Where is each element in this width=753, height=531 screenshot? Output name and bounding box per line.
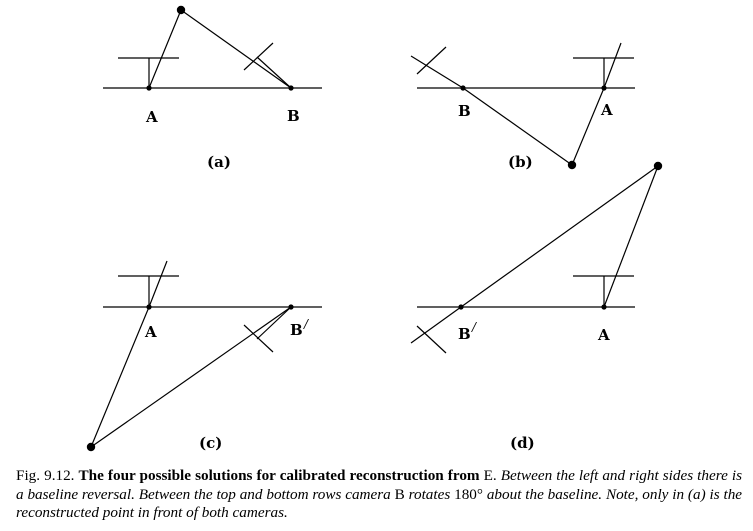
label-b: B xyxy=(458,325,471,343)
camera-center-a xyxy=(146,304,152,310)
camera-center-a xyxy=(601,304,607,310)
caption-camera-letter: B xyxy=(394,485,405,503)
caption-rotate: rotates xyxy=(408,485,451,503)
label-b: B xyxy=(287,107,300,125)
ray-from-a xyxy=(90,306,150,448)
label-a: A xyxy=(144,323,157,341)
ray-from-a xyxy=(571,87,605,166)
camera-b-image-plane xyxy=(416,46,447,75)
label-b: B xyxy=(290,321,303,339)
camera-a-ray-up xyxy=(148,260,168,308)
ray-from-b xyxy=(460,165,659,308)
sublabel-a: (a) xyxy=(207,153,231,171)
panel-d xyxy=(410,165,659,354)
camera-b-image-plane xyxy=(243,324,274,353)
camera-center-b xyxy=(288,304,294,310)
reconstructed-point xyxy=(176,5,186,15)
sublabel-d: (d) xyxy=(510,434,535,452)
caption-symbol: E. xyxy=(483,467,497,484)
reconstructed-point xyxy=(567,160,577,170)
ray-from-b xyxy=(90,306,292,448)
camera-b-axis xyxy=(256,306,292,340)
label-a: A xyxy=(600,101,613,119)
camera-center-a xyxy=(601,85,607,91)
label-b: B xyxy=(458,102,471,120)
reconstructed-point xyxy=(653,161,663,171)
panel-b xyxy=(410,42,635,166)
sublabel-b: (b) xyxy=(508,153,533,171)
caption-text-2: about the baseline. Note, only in (a) is… xyxy=(16,485,743,522)
ray-from-a xyxy=(603,165,659,308)
camera-center-b xyxy=(458,304,464,310)
camera-center-b xyxy=(460,85,466,91)
panel-c xyxy=(90,260,322,448)
camera-a-ray-up xyxy=(603,42,622,89)
ray-from-a xyxy=(148,9,182,89)
reconstructed-point xyxy=(86,442,96,452)
figure-number: Fig. 9.12. xyxy=(16,467,75,484)
camera-b-axis xyxy=(410,55,464,89)
camera-center-b xyxy=(288,85,294,91)
camera-b-image-plane xyxy=(243,42,274,71)
label-a: A xyxy=(145,108,158,126)
camera-b-axis xyxy=(256,56,292,89)
calibrated-reconstruction-figure: A B (a) B A (b) A B / (c) B / A (d) xyxy=(86,5,663,452)
panel-a xyxy=(103,9,322,89)
figure-caption: Fig. 9.12. The four possible solutions f… xyxy=(16,467,742,523)
label-a: A xyxy=(597,326,610,344)
prime-mark: / xyxy=(303,317,310,331)
ray-from-b xyxy=(180,9,292,89)
caption-angle: 180° xyxy=(454,485,483,503)
caption-title: The four possible solutions for calibrat… xyxy=(78,467,480,484)
camera-center-a xyxy=(146,85,152,91)
camera-b-image-plane xyxy=(416,325,447,354)
caption-text-1: Between the left and right sides there i… xyxy=(16,467,743,503)
ray-from-b xyxy=(462,87,573,166)
camera-b-axis xyxy=(410,306,462,344)
sublabel-c: (c) xyxy=(199,434,222,452)
prime-mark: / xyxy=(471,320,478,334)
